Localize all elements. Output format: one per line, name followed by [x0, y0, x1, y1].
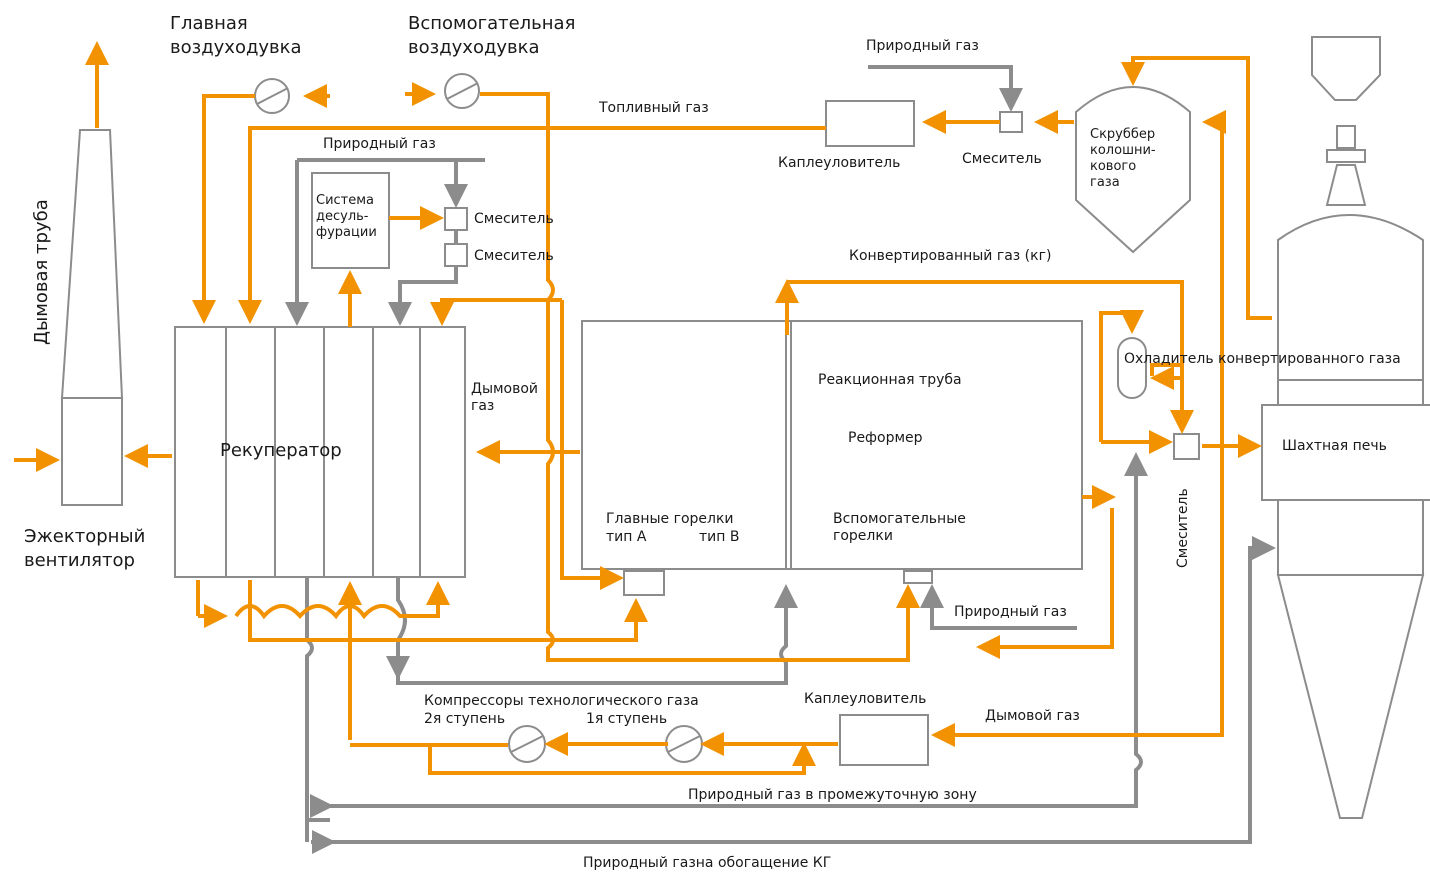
mixer-top-label: Смеситель — [962, 151, 1042, 167]
desulfurization-label: Система десуль- фурации — [316, 193, 377, 240]
aux-blower — [444, 73, 480, 109]
scrubber-vessel — [1075, 86, 1191, 254]
recuperator — [174, 326, 466, 578]
compressors-label: Компрессоры технологического газа — [424, 693, 699, 709]
mixer-a-box — [444, 207, 468, 231]
ejector-fan-label: Эжекторный вентилятор — [24, 526, 146, 571]
main-blower — [254, 78, 290, 114]
fuel-gas-label: Топливный газ — [599, 100, 709, 116]
mixer-b-label: Смеситель — [474, 248, 554, 264]
shaft-furnace-label: Шахтная печь — [1282, 438, 1387, 454]
type-b-label: тип В — [699, 529, 740, 545]
process-lines — [14, 41, 1272, 775]
natural-gas-top-right-label: Природный газ — [866, 38, 979, 54]
desulfurization-box — [311, 172, 390, 269]
droplet-catcher-top-box — [825, 100, 915, 147]
flue-gas-left-label: Дымовой газ — [471, 381, 539, 414]
droplet-catcher-bottom-label: Каплеуловитель — [804, 691, 927, 707]
stage-2-label: 2я ступень — [424, 711, 506, 727]
reformer-label: Реформер — [848, 430, 923, 446]
natural-gas-reformer-label: Природный газ — [954, 604, 1067, 620]
compressor-stage-1 — [665, 725, 703, 763]
main-blower-label: Главная воздуходувка — [170, 13, 302, 58]
converted-gas-label: Конвертированный газ (кг) — [849, 248, 1052, 264]
aux-blower-label: Вспомогательная воздуходувка — [408, 13, 576, 58]
ng-enrichment-label: Природный газна обогащение КГ — [583, 855, 832, 871]
main-burners-label: Главные горелки — [606, 511, 734, 527]
natural-gas-top-left-label: Природный газ — [323, 136, 436, 152]
droplet-catcher-bottom-box — [839, 714, 929, 766]
chimney-label: Дымовая труба — [31, 199, 52, 345]
reaction-tube-label: Реакционная труба — [818, 372, 962, 388]
burner-a-box — [623, 570, 665, 596]
chimney — [60, 129, 124, 506]
gas-cooler-label: Охладитель конвертированного газа — [1124, 351, 1401, 367]
type-a-label: тип А — [606, 529, 647, 545]
shaft-furnace — [1261, 36, 1430, 819]
stage-1-label: 1я ступень — [586, 711, 668, 727]
aux-burners-label: Вспомогательные горелки — [833, 511, 966, 544]
scrubber-label: Скруббер колошни- кового газа — [1090, 127, 1156, 190]
burner-aux-box — [903, 570, 933, 584]
reformer-box — [581, 320, 1083, 570]
droplet-catcher-top-label: Каплеуловитель — [778, 155, 901, 171]
mixer-shaft-label: Смеситель — [1175, 488, 1191, 568]
mixer-top-box — [999, 111, 1023, 133]
gas-cooler-vessel — [1117, 337, 1147, 399]
mixer-shaft-box — [1173, 433, 1200, 460]
natural-gas-lines — [285, 65, 1276, 854]
mixer-a-label: Смеситель — [474, 211, 554, 227]
ng-intermediate-label: Природный газ в промежуточную зону — [688, 787, 977, 803]
mixer-b-box — [444, 243, 468, 267]
flue-gas-bottom-label: Дымовой газ — [985, 708, 1080, 724]
compressor-stage-2 — [508, 725, 546, 763]
recuperator-label: Рекуператор — [220, 440, 342, 461]
